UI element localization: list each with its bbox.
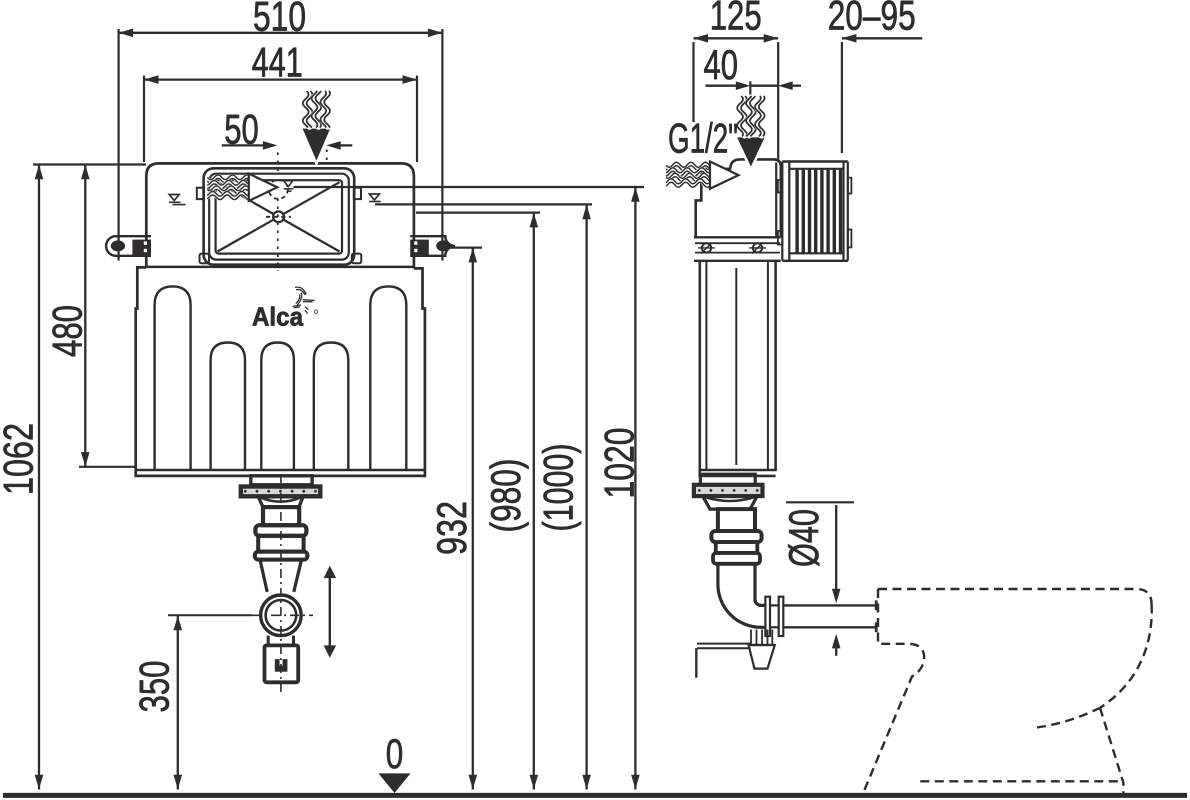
svg-text:1062: 1062 bbox=[0, 423, 42, 495]
svg-text:Ø40: Ø40 bbox=[780, 509, 827, 567]
svg-text:480: 480 bbox=[43, 305, 90, 357]
svg-text:G1/2": G1/2" bbox=[668, 115, 738, 162]
svg-text:20–95: 20–95 bbox=[828, 0, 916, 39]
svg-text:350: 350 bbox=[131, 661, 178, 713]
svg-text:441: 441 bbox=[252, 39, 303, 86]
svg-text:40: 40 bbox=[703, 41, 738, 88]
svg-text:125: 125 bbox=[710, 0, 762, 39]
svg-text:(1000): (1000) bbox=[535, 444, 582, 532]
svg-text:0: 0 bbox=[386, 730, 404, 777]
svg-text:932: 932 bbox=[428, 501, 475, 555]
svg-text:(980): (980) bbox=[482, 459, 529, 533]
